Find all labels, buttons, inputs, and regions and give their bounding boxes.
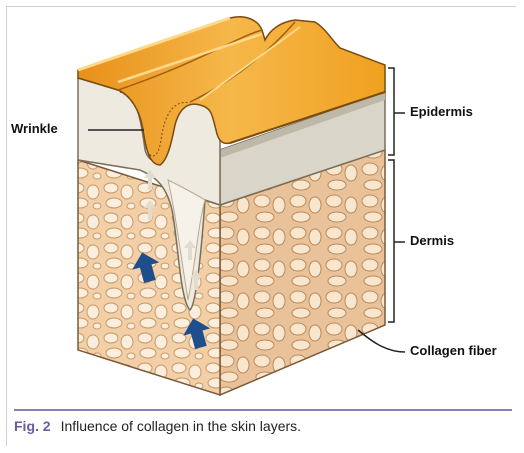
caption-divider: [14, 409, 512, 411]
wrinkle-label: Wrinkle: [11, 121, 58, 136]
epidermis-label: Epidermis: [410, 104, 473, 119]
dermis-label: Dermis: [410, 233, 454, 248]
caption-text: Influence of collagen in the skin layers…: [61, 418, 301, 434]
collagen-fiber-label: Collagen fiber: [410, 343, 497, 358]
figure-number: Fig. 2: [14, 418, 51, 434]
figure-caption: Fig. 2 Influence of collagen in the skin …: [14, 418, 301, 434]
dermis-bracket: [388, 160, 394, 322]
epidermis-bracket: [388, 68, 394, 155]
